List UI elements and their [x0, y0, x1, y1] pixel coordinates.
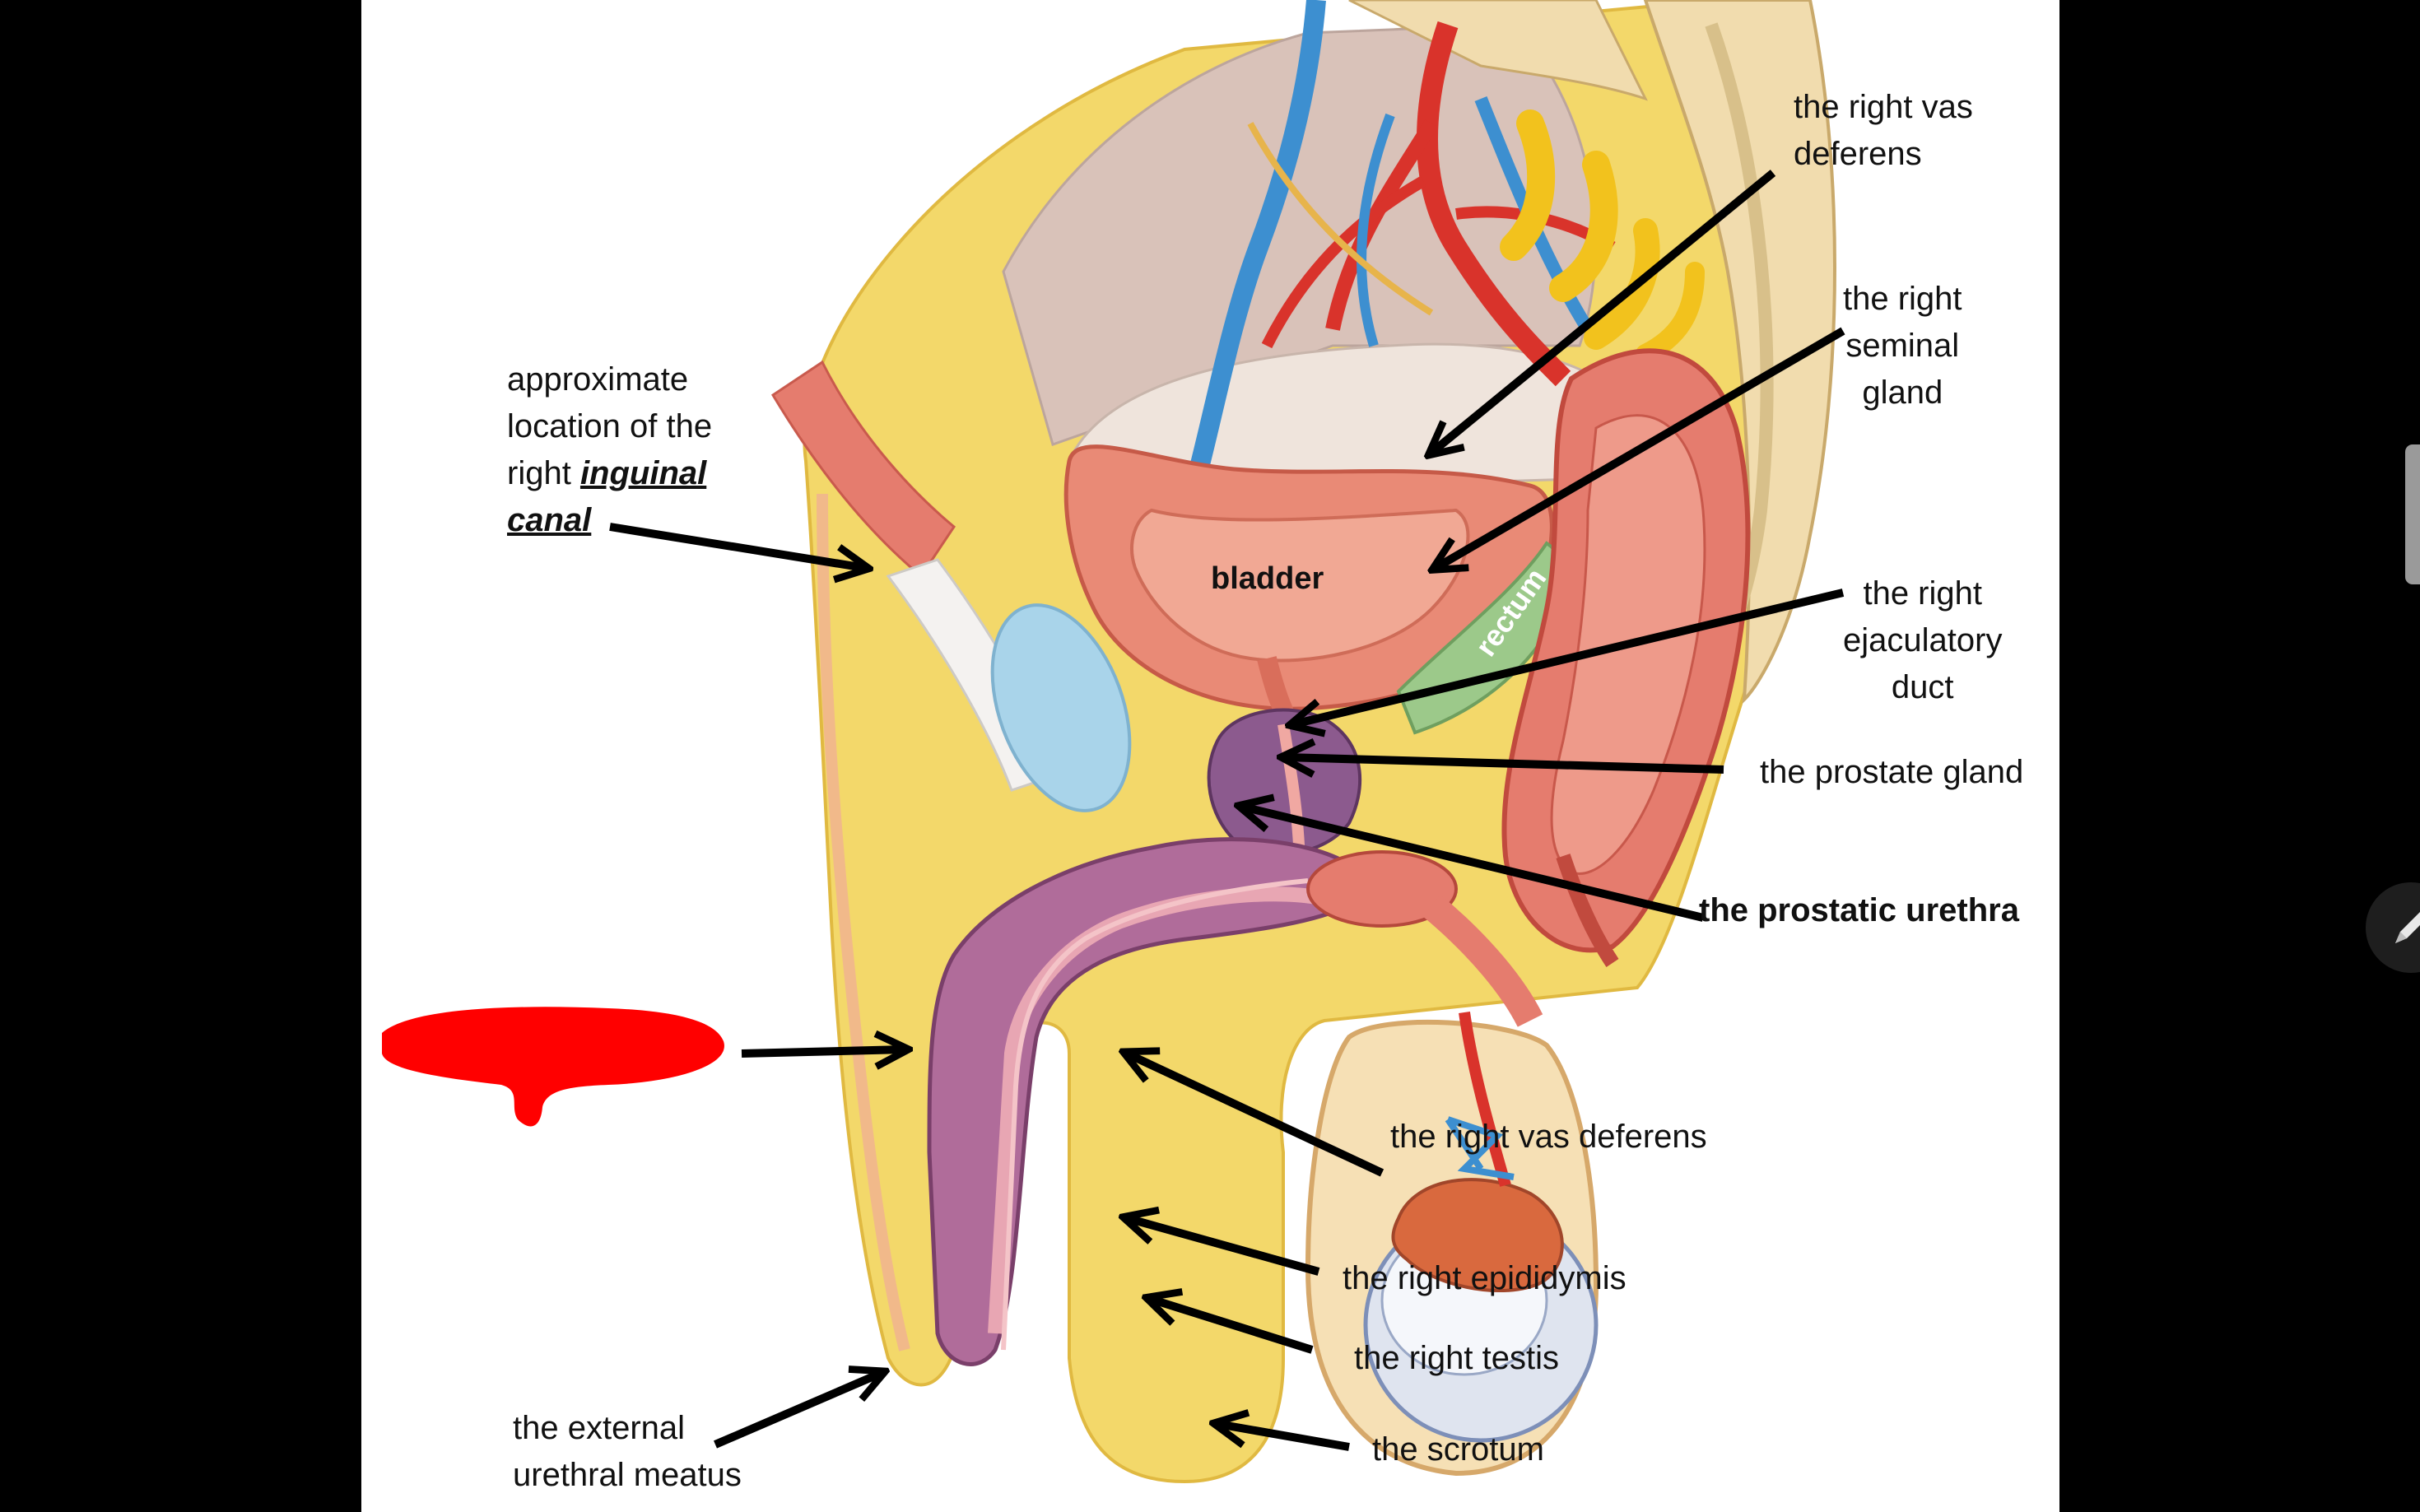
arrow-inguinal	[609, 523, 865, 568]
sacral-nerve-1	[1500, 109, 1556, 261]
pen-annotate-button[interactable]	[2366, 882, 2420, 973]
pampiniform-plexus	[1445, 1116, 1515, 1180]
testis-label: the right testis	[1354, 1340, 1560, 1376]
arrow-vas-deferens-bottom	[1127, 1054, 1385, 1177]
scrollbar-handle[interactable]	[2405, 444, 2420, 584]
canal-term: canal	[507, 502, 592, 538]
bladder-label: bladder	[1211, 561, 1324, 596]
seminal-gland-line3: gland	[1862, 375, 1943, 411]
anatomy-illustration: bladder rectum	[382, 0, 1845, 1484]
sacral-promontory	[1348, 0, 1648, 101]
meatus-line1: the external	[513, 1410, 686, 1446]
ejaculatory-duct-line1: the right	[1863, 575, 1982, 612]
ejaculatory-duct-line2: ejaculatory	[1843, 622, 2003, 658]
arrow-epididymis	[1127, 1218, 1320, 1276]
inguinal-term: inguinal	[579, 455, 707, 491]
rectus-abdominis	[770, 360, 956, 579]
sacral-nerve-4	[1636, 262, 1705, 364]
slide: bladder rectum approximate location of t…	[361, 0, 2059, 1512]
arrow-penis-redacted	[741, 1049, 905, 1054]
skin-lining	[817, 493, 910, 1351]
arrow-seminal-gland	[1436, 327, 1845, 568]
anal-sphincter	[1422, 894, 1543, 1027]
ejaculatory-duct-line3: duct	[1891, 669, 1954, 705]
penis-erectile-tissue	[927, 837, 1352, 1366]
seminal-gland-line1: the right	[1843, 281, 1962, 317]
penile-urethra	[1001, 878, 1309, 1351]
spermatic-cord	[1459, 1012, 1511, 1187]
vas-deferens-top-line2: deferens	[1794, 136, 1922, 172]
vein-branch-2	[1357, 113, 1395, 347]
leader-arrows	[609, 170, 1845, 1451]
seminal-gland-label: the right seminal gland	[1843, 276, 1962, 416]
meatus-label: the external urethral meatus	[513, 1405, 742, 1499]
inguinal-label-line1: approximate	[507, 361, 689, 398]
anal-canal	[1556, 854, 1619, 967]
arrow-prostatic-urethra	[1242, 807, 1705, 922]
inguinal-label-right: right	[507, 455, 571, 491]
seminal-gland-line2: seminal	[1845, 328, 1960, 364]
ejaculatory-duct-label: the right ejaculatory duct	[1843, 570, 2002, 711]
red-redaction	[382, 1007, 724, 1127]
inguinal-label: approximate location of the right inguin…	[507, 356, 712, 544]
arrow-meatus	[714, 1373, 882, 1449]
meatus-line2: urethral meatus	[513, 1457, 742, 1493]
epididymis-head	[1391, 1178, 1564, 1293]
pen-icon	[2395, 912, 2420, 943]
vas-deferens-bottom-label: the right vas deferens	[1390, 1119, 1707, 1155]
inguinal-label-line3: right inguinal	[507, 450, 712, 497]
arrow-prostate	[1285, 757, 1724, 770]
arrow-testis	[1150, 1299, 1314, 1354]
scrotum-label: the scrotum	[1372, 1431, 1544, 1468]
vas-deferens-top-line1: the right vas	[1794, 89, 1973, 125]
arrow-vas-deferens-top	[1431, 170, 1776, 453]
sacral-nerve-2	[1549, 151, 1618, 302]
pubic-symphysis	[990, 603, 1132, 812]
vas-deferens-top-label: the right vas deferens	[1794, 84, 1973, 178]
bladder-lumen	[1130, 508, 1470, 663]
penile-bulb	[1306, 850, 1458, 928]
sacral-nerve-3	[1584, 218, 1660, 350]
sacrum-bone	[1643, 0, 1836, 705]
inguinal-label-line2: location of the	[507, 408, 713, 444]
inguinal-label-line4: canal	[507, 497, 712, 544]
arrow-ejaculatory-duct	[1293, 589, 1845, 724]
ureter	[1247, 122, 1434, 316]
prostatic-urethra-label: the prostatic urethra	[1699, 892, 2019, 928]
artery-main	[1417, 21, 1571, 387]
prostate-label: the prostate gland	[1760, 754, 2024, 790]
arrow-scrotum	[1217, 1424, 1350, 1451]
epididymis-label: the right epididymis	[1343, 1260, 1627, 1296]
